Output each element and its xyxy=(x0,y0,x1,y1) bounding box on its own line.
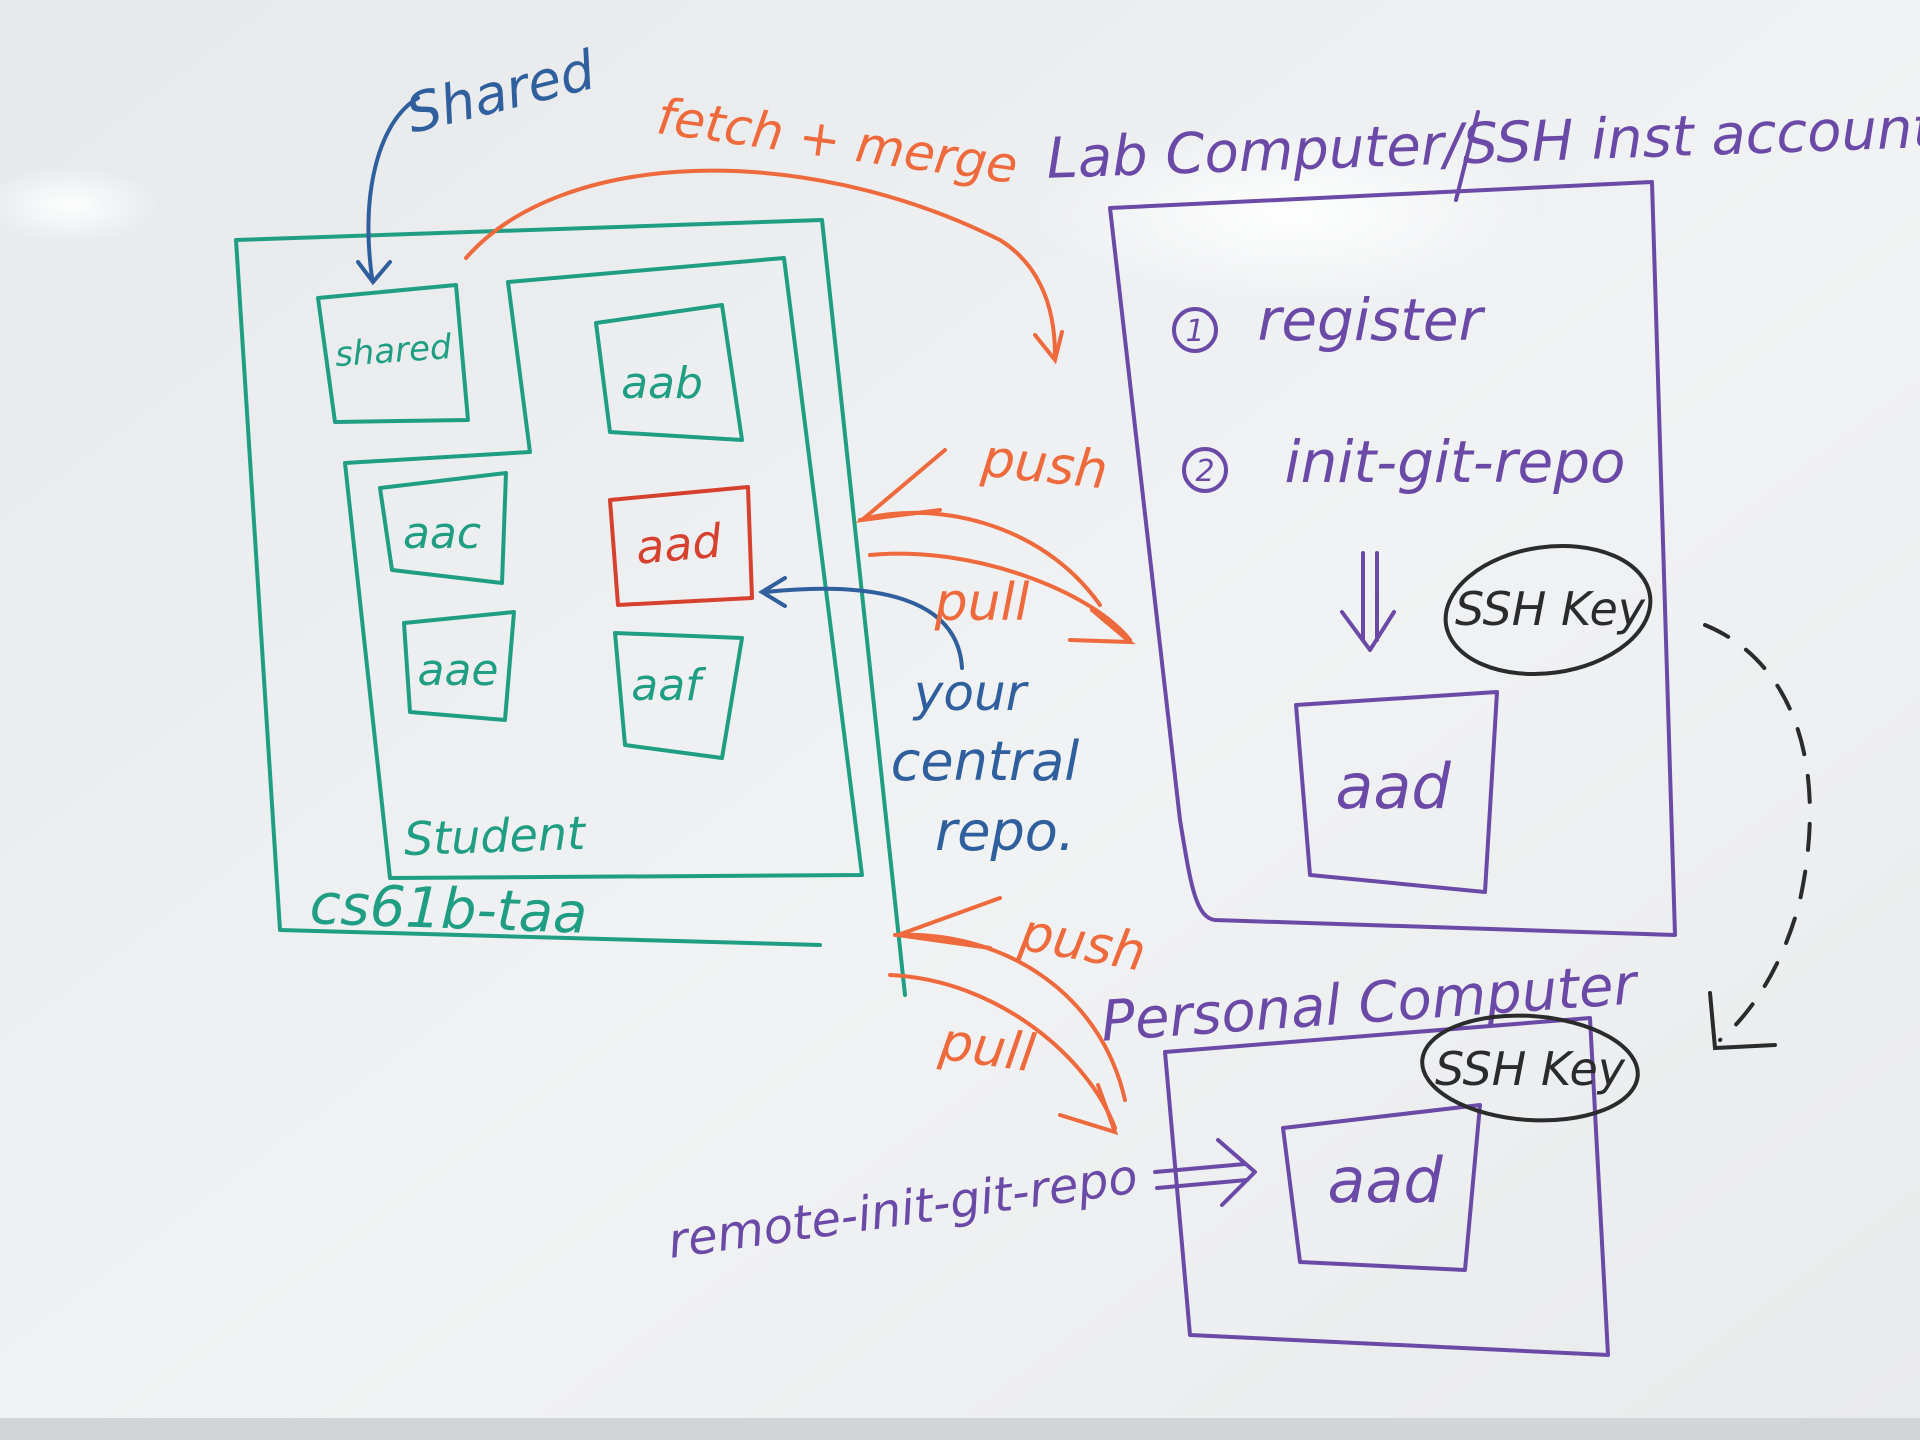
step-1-number: 1 xyxy=(1185,314,1204,349)
repo-aae-label: aae xyxy=(418,645,499,696)
shared-box xyxy=(316,283,470,424)
ssh-key-personal-oval xyxy=(1420,1013,1640,1123)
your-repo-arrow-head xyxy=(758,576,787,608)
personal-pull-label: pull xyxy=(935,1012,1039,1085)
student-box-outline xyxy=(343,256,864,880)
fetch-merge-curve xyxy=(464,168,1057,357)
remote-arrow-shaft xyxy=(1153,1162,1249,1190)
shared-pointer-head xyxy=(356,260,392,286)
org-label: cs61b-taa xyxy=(309,872,589,947)
lab-push-head xyxy=(855,448,947,523)
down-arrow-shaft xyxy=(1361,551,1379,642)
ssh-key-group xyxy=(1420,543,1812,1123)
your-repo-line-1: your xyxy=(912,664,1030,722)
shared-pointer-arrow xyxy=(366,96,420,280)
student-label: Student xyxy=(403,806,588,866)
lab-pull-label: pull xyxy=(934,573,1030,633)
repo-aae-box xyxy=(402,610,516,722)
board-frame-bottom xyxy=(0,1418,1920,1440)
personal-aad-label: aad xyxy=(1327,1144,1443,1217)
your-repo-line-2: central xyxy=(891,730,1080,793)
step-1-label: register xyxy=(1258,286,1486,354)
lab-push-label: push xyxy=(978,429,1111,502)
repo-aac-box xyxy=(378,471,508,585)
org-repos-group xyxy=(234,218,907,997)
fetch-merge-head xyxy=(1033,330,1064,365)
lab-computer-box xyxy=(1108,180,1677,937)
personal-push-head xyxy=(897,896,1002,950)
fetch-merge-arrow xyxy=(464,168,1064,365)
repo-aab-label: aab xyxy=(621,358,703,409)
lab-aad-label: aad xyxy=(1335,750,1451,823)
your-repo-arrow xyxy=(763,586,964,670)
step-1-circle xyxy=(1172,307,1218,353)
your-repo-line-3: repo. xyxy=(935,800,1075,863)
down-arrow-head xyxy=(1340,610,1396,652)
repo-aad-label: aad xyxy=(634,513,725,574)
lab-computer-group xyxy=(1108,110,1677,937)
personal-pull-head xyxy=(1058,1083,1119,1136)
your-repo-pointer xyxy=(758,576,964,670)
ssh-key-lab-label: SSH Key xyxy=(1455,582,1646,636)
repo-aad-box xyxy=(608,485,754,607)
personal-push-arrow xyxy=(893,932,1127,1102)
step-2-number: 2 xyxy=(1195,454,1214,489)
lab-header-slash xyxy=(1454,110,1480,202)
step-2-label: init-git-repo xyxy=(1284,428,1625,496)
shared-box-label: shared xyxy=(334,327,453,375)
light-glare-left xyxy=(0,165,160,245)
your-repo-note: your central repo. xyxy=(891,664,1080,863)
ssh-key-personal-label: SSH Key xyxy=(1435,1042,1626,1096)
repo-aab-box xyxy=(594,303,744,442)
repo-aaf-box xyxy=(613,631,744,760)
org-box-outline xyxy=(234,218,907,997)
personal-sync-arrows xyxy=(888,896,1127,1136)
lab-pull-arrow xyxy=(868,551,1132,642)
step-2-circle xyxy=(1182,447,1228,493)
light-glare xyxy=(1030,125,1550,305)
ssh-key-transfer-arrow xyxy=(1703,623,1812,1042)
lab-sync-arrows xyxy=(855,448,1136,645)
ssh-key-transfer-head xyxy=(1708,991,1777,1051)
personal-aad-box xyxy=(1281,1103,1482,1272)
repo-aac-label: aac xyxy=(403,508,481,559)
lab-push-arrow xyxy=(858,510,1102,607)
shared-pointer xyxy=(356,96,420,286)
ssh-key-lab-oval xyxy=(1443,543,1653,677)
lab-aad-box xyxy=(1294,690,1499,894)
remote-arrow-head xyxy=(1216,1138,1257,1207)
repo-aaf-label: aaf xyxy=(631,660,707,711)
lab-pull-head xyxy=(1068,608,1136,645)
